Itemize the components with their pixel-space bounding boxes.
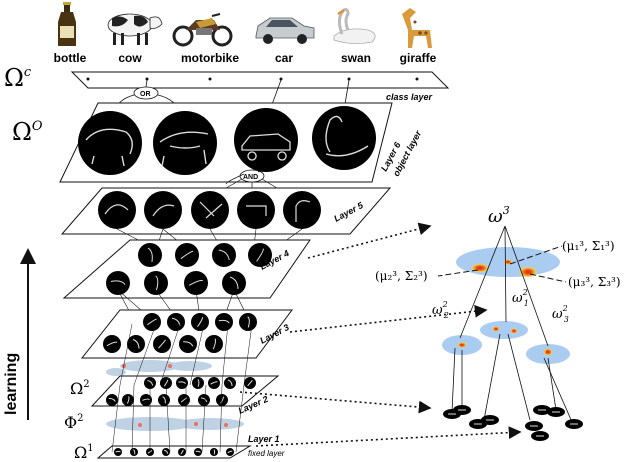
layer1-label: Layer 1	[248, 434, 280, 444]
lower-layer-edges	[111, 323, 253, 453]
class-label-cow: cow	[118, 51, 142, 65]
param1-label: (μ₁³, Σ₁³)	[562, 239, 615, 253]
omega-1-symbol: Ω1	[74, 443, 94, 462]
object-templates	[78, 106, 376, 175]
learning-label: learning	[3, 353, 20, 415]
class-label-car: car	[275, 51, 293, 65]
param2-label: (μ₂³, Σ₂³)	[375, 269, 428, 283]
object-layer-plane	[59, 102, 393, 183]
fixed-layer-label: fixed layer	[248, 449, 285, 458]
zoom-links	[239, 222, 522, 447]
omega-o-symbol: ΩO	[12, 118, 43, 146]
or-label: OR	[140, 91, 151, 98]
param3-label: (μ₃³, Σ₃³)	[568, 275, 621, 289]
layer5-parts	[98, 191, 321, 229]
layer4-parts	[106, 243, 272, 295]
swan-icon	[333, 8, 376, 44]
phi-2-symbol: Φ2	[64, 413, 84, 432]
child2-distribution	[480, 321, 528, 339]
omega-2-symbol: Ω2	[70, 379, 90, 398]
class-label-giraffe: giraffe	[400, 51, 437, 65]
class-label-swan: swan	[341, 51, 371, 65]
class-nodes	[86, 77, 419, 81]
giraffe-icon	[402, 8, 432, 48]
car-icon	[255, 17, 315, 44]
class-layer-plane	[70, 71, 450, 89]
omega-c-symbol: Ωc	[4, 64, 32, 92]
class-label-bottle: bottle	[54, 51, 87, 65]
bottle-icon	[58, 2, 76, 46]
and-label: AND	[243, 174, 258, 181]
cow-icon	[107, 13, 163, 45]
class-layer-label: class layer	[386, 92, 433, 102]
class-label-motorbike: motorbike	[181, 51, 239, 65]
layer2-parts	[106, 377, 256, 406]
motorbike-icon	[172, 13, 233, 47]
layer3-parts	[103, 313, 257, 353]
root-node-label: ω3	[488, 204, 510, 227]
